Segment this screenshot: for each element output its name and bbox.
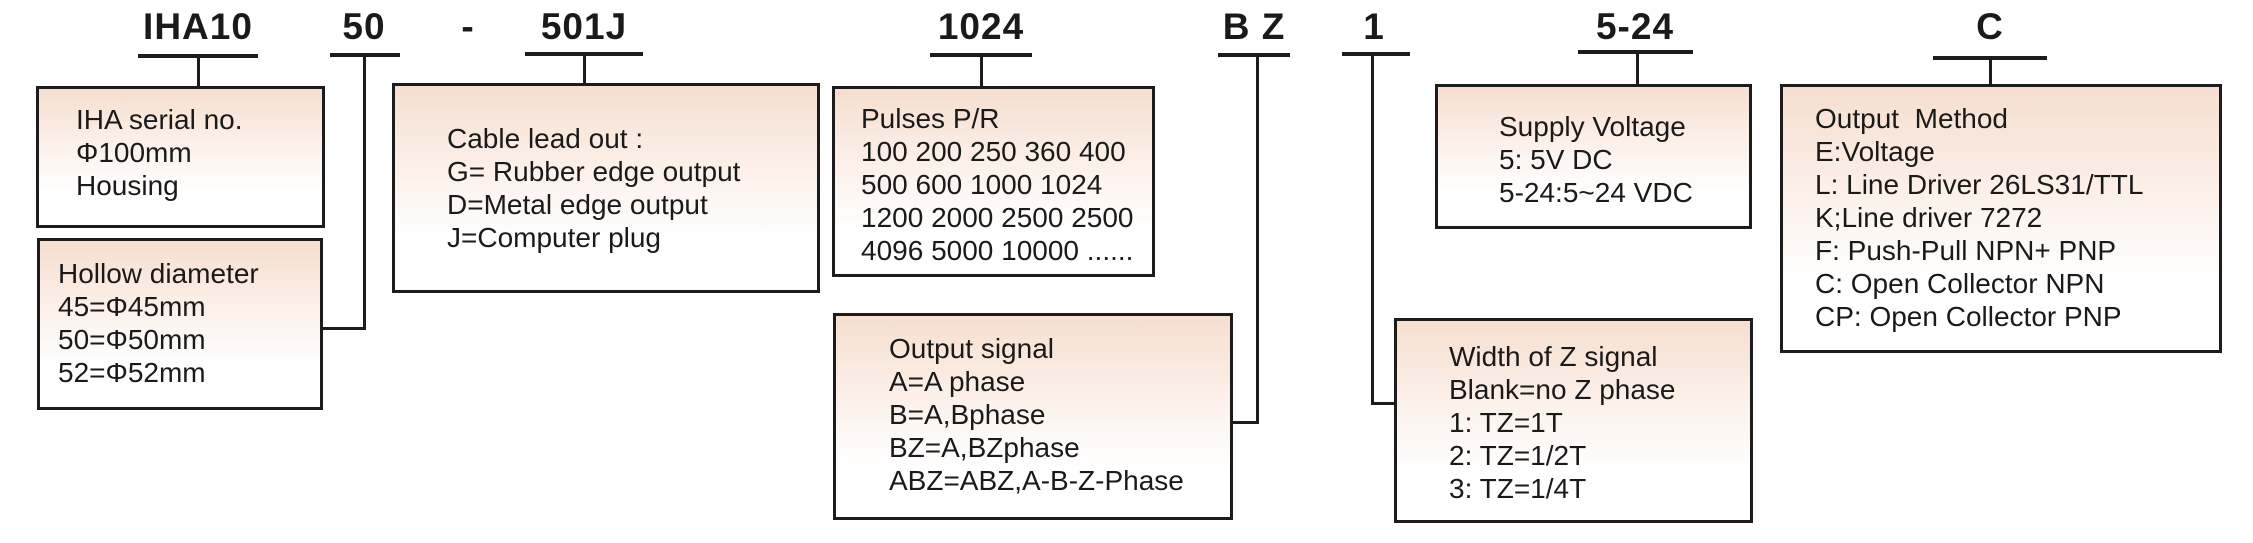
box-cable-lead-out: Cable lead out : G= Rubber edge output D…: [392, 83, 820, 293]
connector-series: [197, 54, 200, 88]
box-pulses-line: 1200 2000 2500 2500: [861, 202, 1134, 233]
box-iha-serial: IHA serial no. Φ100mm Housing: [36, 86, 325, 228]
connector-output-signal-vertical: [1256, 53, 1259, 424]
box-z-signal-width-line: 3: TZ=1/4T: [1449, 473, 1587, 504]
box-output-method-line: K;Line driver 7272: [1815, 202, 2043, 233]
box-supply-voltage-line: Supply Voltage: [1499, 111, 1686, 142]
connector-z-width-horizontal: [1371, 402, 1397, 405]
connector-hollow-horizontal: [323, 327, 366, 330]
connector-output-method: [1989, 56, 1992, 86]
code-segment-separator: -: [461, 6, 475, 47]
box-output-signal-line: BZ=A,BZphase: [889, 432, 1080, 463]
box-cable-lead-out-line: D=Metal edge output: [447, 189, 708, 220]
box-output-signal-line: Output signal: [889, 333, 1054, 364]
box-iha-serial-line: IHA serial no.: [76, 104, 243, 135]
box-pulses: Pulses P/R 100 200 250 360 400 500 600 1…: [832, 86, 1155, 277]
connector-supply-voltage: [1636, 50, 1639, 86]
box-output-method: Output Method E:Voltage L: Line Driver 2…: [1780, 84, 2222, 353]
box-z-signal-width-line: 1: TZ=1T: [1449, 407, 1563, 438]
code-segment-hollow-diameter: 50: [342, 6, 386, 47]
code-segment-output-method: C: [1976, 6, 2004, 47]
box-cable-lead-out-line: J=Computer plug: [447, 222, 662, 253]
box-supply-voltage-line: 5: 5V DC: [1499, 144, 1613, 175]
box-output-method-line: CP: Open Collector PNP: [1815, 301, 2122, 332]
box-output-method-line: F: Push-Pull NPN+ PNP: [1815, 235, 2117, 266]
box-z-signal-width-line: Blank=no Z phase: [1449, 374, 1676, 405]
box-output-method-line: C: Open Collector NPN: [1815, 268, 2105, 299]
underline-output-signal: [1218, 53, 1290, 57]
box-output-signal: Output signal A=A phase B=A,Bphase BZ=A,…: [833, 313, 1233, 520]
box-cable-lead-out-line: G= Rubber edge output: [447, 156, 741, 187]
box-hollow-diameter-line: 45=Φ45mm: [58, 291, 206, 322]
box-iha-serial-line: Φ100mm: [76, 137, 192, 168]
box-pulses-line: 500 600 1000 1024: [861, 169, 1103, 200]
box-output-signal-line: A=A phase: [889, 366, 1026, 397]
box-pulses-line: Pulses P/R: [861, 103, 1000, 134]
box-hollow-diameter-line: Hollow diameter: [58, 258, 259, 289]
box-output-method-line: Output Method: [1815, 103, 2009, 134]
box-hollow-diameter: Hollow diameter 45=Φ45mm 50=Φ50mm 52=Φ52…: [37, 238, 323, 410]
code-segment-supply-voltage: 5-24: [1595, 6, 1675, 47]
code-segment-cable: 501J: [540, 6, 628, 47]
box-pulses-line: 4096 5000 10000 ......: [861, 235, 1134, 266]
underline-supply-voltage: [1578, 50, 1693, 54]
connector-z-width-vertical: [1371, 52, 1374, 405]
box-z-signal-width: Width of Z signal Blank=no Z phase 1: TZ…: [1394, 318, 1753, 523]
box-z-signal-width-line: 2: TZ=1/2T: [1449, 440, 1587, 471]
box-supply-voltage-line: 5-24:5~24 VDC: [1499, 177, 1693, 208]
box-pulses-line: 100 200 250 360 400: [861, 136, 1126, 167]
box-output-signal-line: ABZ=ABZ,A-B-Z-Phase: [889, 465, 1184, 496]
box-output-method-line: E:Voltage: [1815, 136, 1935, 167]
box-output-signal-line: B=A,Bphase: [889, 399, 1046, 430]
box-z-signal-width-line: Width of Z signal: [1449, 341, 1658, 372]
code-segment-output-signal: B Z: [1222, 6, 1286, 47]
box-hollow-diameter-line: 50=Φ50mm: [58, 324, 206, 355]
box-cable-lead-out-line: Cable lead out :: [447, 123, 644, 154]
connector-hollow-vertical: [363, 53, 366, 330]
box-output-method-line: L: Line Driver 26LS31/TTL: [1815, 169, 2144, 200]
code-segment-series: IHA10: [143, 6, 253, 47]
underline-z-width: [1342, 52, 1410, 56]
connector-cable: [583, 52, 586, 85]
box-supply-voltage: Supply Voltage 5: 5V DC 5-24:5~24 VDC: [1435, 84, 1752, 229]
code-segment-pulses: 1024: [937, 6, 1025, 47]
connector-pulses: [980, 53, 983, 88]
connector-output-signal-horizontal: [1233, 421, 1259, 424]
code-segment-z-width: 1: [1363, 6, 1385, 47]
box-iha-serial-line: Housing: [76, 170, 179, 201]
box-hollow-diameter-line: 52=Φ52mm: [58, 357, 206, 388]
